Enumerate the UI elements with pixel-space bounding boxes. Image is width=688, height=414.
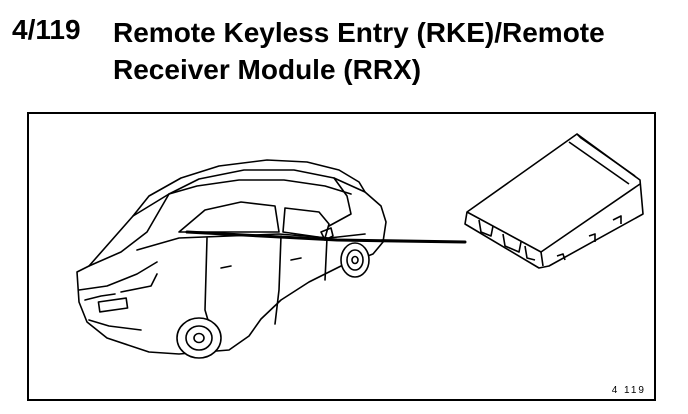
figure-illustration xyxy=(76,133,644,359)
module-illustration xyxy=(464,133,644,269)
heading: 4/119 Remote Keyless Entry (RKE)/Remote … xyxy=(12,14,682,90)
figure-frame: 4 119 xyxy=(27,112,656,401)
leader-line xyxy=(185,230,467,244)
figure-id-label: 4 119 xyxy=(611,385,646,396)
car-illustration xyxy=(76,159,387,359)
page-title: Remote Keyless Entry (RKE)/Remote Receiv… xyxy=(113,17,605,85)
section-number: 4/119 xyxy=(12,14,81,45)
